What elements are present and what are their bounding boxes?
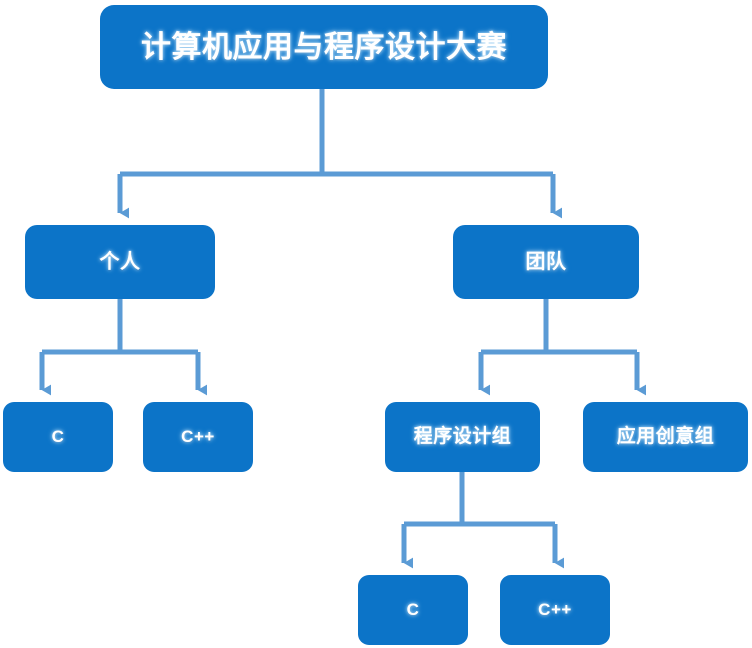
node-program-design-group[interactable]: 程序设计组: [385, 402, 540, 472]
node-individual-cpp[interactable]: C++: [143, 402, 253, 472]
node-team-cpp[interactable]: C++: [500, 575, 610, 645]
node-team-c[interactable]: C: [358, 575, 468, 645]
node-individual-c[interactable]: C: [3, 402, 113, 472]
node-application-creative-group[interactable]: 应用创意组: [583, 402, 748, 472]
node-root-competition[interactable]: 计算机应用与程序设计大赛: [100, 5, 548, 89]
node-individual[interactable]: 个人: [25, 225, 215, 299]
node-team[interactable]: 团队: [453, 225, 639, 299]
